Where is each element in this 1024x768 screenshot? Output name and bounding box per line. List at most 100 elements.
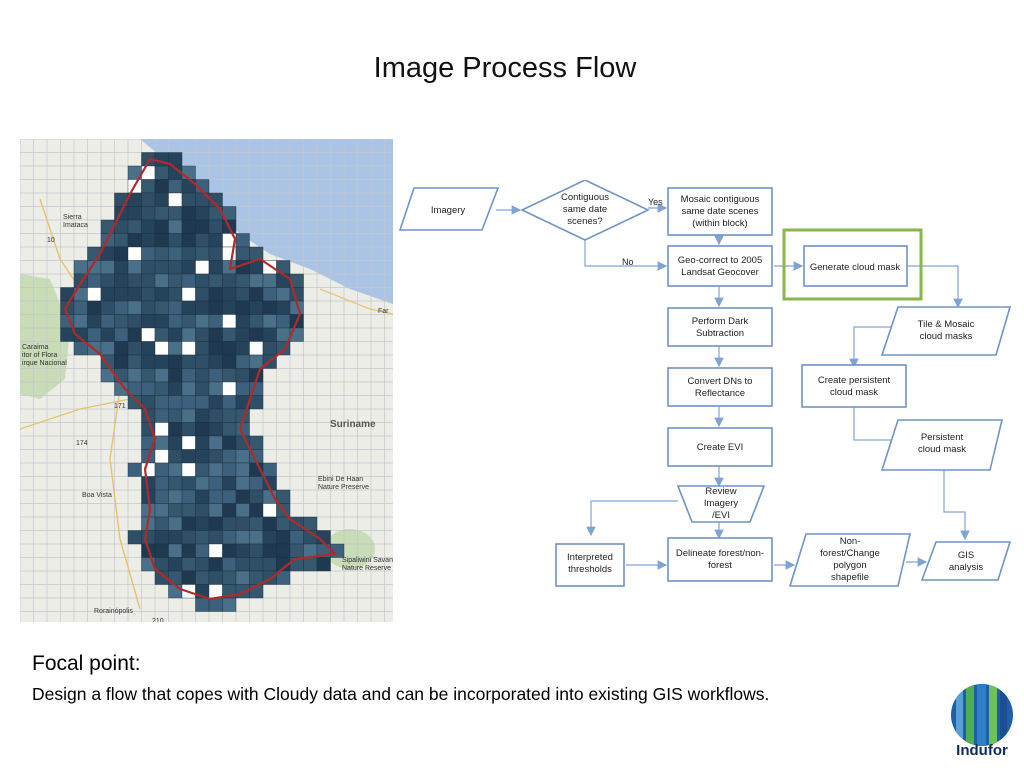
imagery-tile (222, 395, 237, 410)
imagery-tile (168, 530, 183, 545)
imagery-tile (154, 314, 169, 329)
imagery-tile (168, 395, 183, 410)
imagery-tile (181, 516, 196, 531)
imagery-tile (222, 476, 237, 491)
imagery-tile (195, 435, 210, 450)
imagery-tile (222, 462, 237, 477)
imagery-tile (168, 354, 183, 369)
imagery-tile (168, 449, 183, 464)
imagery-tile (181, 219, 196, 234)
imagery-tile (235, 300, 250, 315)
imagery-tile (249, 341, 264, 356)
node-convert (667, 367, 773, 407)
imagery-tile (181, 449, 196, 464)
imagery-tile (208, 233, 223, 248)
imagery-tile (235, 327, 250, 342)
imagery-tile (127, 341, 142, 356)
imagery-tile (262, 462, 277, 477)
imagery-tile (208, 476, 223, 491)
imagery-tile (181, 422, 196, 437)
imagery-tile (154, 489, 169, 504)
highlight-frame-cloudmask (782, 228, 923, 301)
imagery-tile (222, 489, 237, 504)
edge-label-yes: Yes (648, 197, 663, 207)
imagery-tile (276, 516, 291, 531)
imagery-tile (141, 206, 156, 221)
edge-label-no: No (622, 257, 634, 267)
imagery-tile (87, 287, 102, 302)
imagery-tile (181, 192, 196, 207)
imagery-tile (195, 516, 210, 531)
imagery-tile (154, 165, 169, 180)
imagery-tile (235, 543, 250, 558)
imagery-tile (181, 314, 196, 329)
edge-cloudmask-tilemosaic (908, 265, 963, 309)
imagery-tile (195, 287, 210, 302)
imagery-tile (168, 219, 183, 234)
imagery-tile (249, 354, 264, 369)
imagery-tile (87, 314, 102, 329)
imagery-tile (181, 503, 196, 518)
imagery-tile (181, 557, 196, 572)
imagery-tile (249, 300, 264, 315)
imagery-tile (127, 260, 142, 275)
imagery-tile (235, 489, 250, 504)
imagery-tile (222, 530, 237, 545)
imagery-tile (141, 354, 156, 369)
imagery-tile (208, 341, 223, 356)
node-persistent-create (801, 364, 907, 408)
imagery-tile (168, 557, 183, 572)
imagery-tile (168, 260, 183, 275)
imagery-tile (141, 530, 156, 545)
imagery-tile (276, 287, 291, 302)
imagery-tile (262, 300, 277, 315)
imagery-tile (195, 381, 210, 396)
imagery-tile (249, 489, 264, 504)
imagery-tile (154, 422, 169, 437)
imagery-tile (154, 327, 169, 342)
map-road-shield-210: 210 (152, 618, 164, 622)
imagery-tile (114, 287, 129, 302)
imagery-tile (235, 246, 250, 261)
imagery-tile (195, 449, 210, 464)
imagery-tile (235, 462, 250, 477)
imagery-tile (181, 273, 196, 288)
imagery-tile (168, 489, 183, 504)
imagery-tile (114, 354, 129, 369)
node-label-create-evi: Create EVI (697, 442, 743, 453)
indufor-logo (951, 684, 1013, 746)
node-label-delineate: Delineate forest/non-forest (676, 548, 764, 571)
imagery-tile (195, 530, 210, 545)
imagery-tile (276, 300, 291, 315)
imagery-tile (222, 449, 237, 464)
imagery-tile (222, 516, 237, 531)
imagery-tile (208, 530, 223, 545)
focal-body: Design a flow that copes with Cloudy dat… (32, 684, 770, 704)
node-tilemosaic (880, 306, 1012, 356)
imagery-tile (168, 422, 183, 437)
imagery-tile (235, 516, 250, 531)
imagery-tile (181, 368, 196, 383)
imagery-tile (249, 503, 264, 518)
imagery-tile (100, 287, 115, 302)
imagery-tile (195, 543, 210, 558)
imagery-tile (154, 354, 169, 369)
imagery-tile (195, 489, 210, 504)
imagery-tile (168, 206, 183, 221)
imagery-tile (262, 341, 277, 356)
imagery-tile (181, 570, 196, 585)
imagery-tile (100, 300, 115, 315)
imagery-tile (100, 273, 115, 288)
node-label-cloud-mask: Generate cloud mask (810, 262, 901, 273)
imagery-tile (235, 341, 250, 356)
imagery-tile (181, 260, 196, 275)
imagery-tile (195, 273, 210, 288)
imagery-tile (195, 368, 210, 383)
map-road-shield-10: 10 (47, 237, 55, 244)
imagery-tile (141, 381, 156, 396)
imagery-tile (168, 543, 183, 558)
imagery-tile (195, 570, 210, 585)
imagery-tile (181, 233, 196, 248)
imagery-tile (249, 273, 264, 288)
